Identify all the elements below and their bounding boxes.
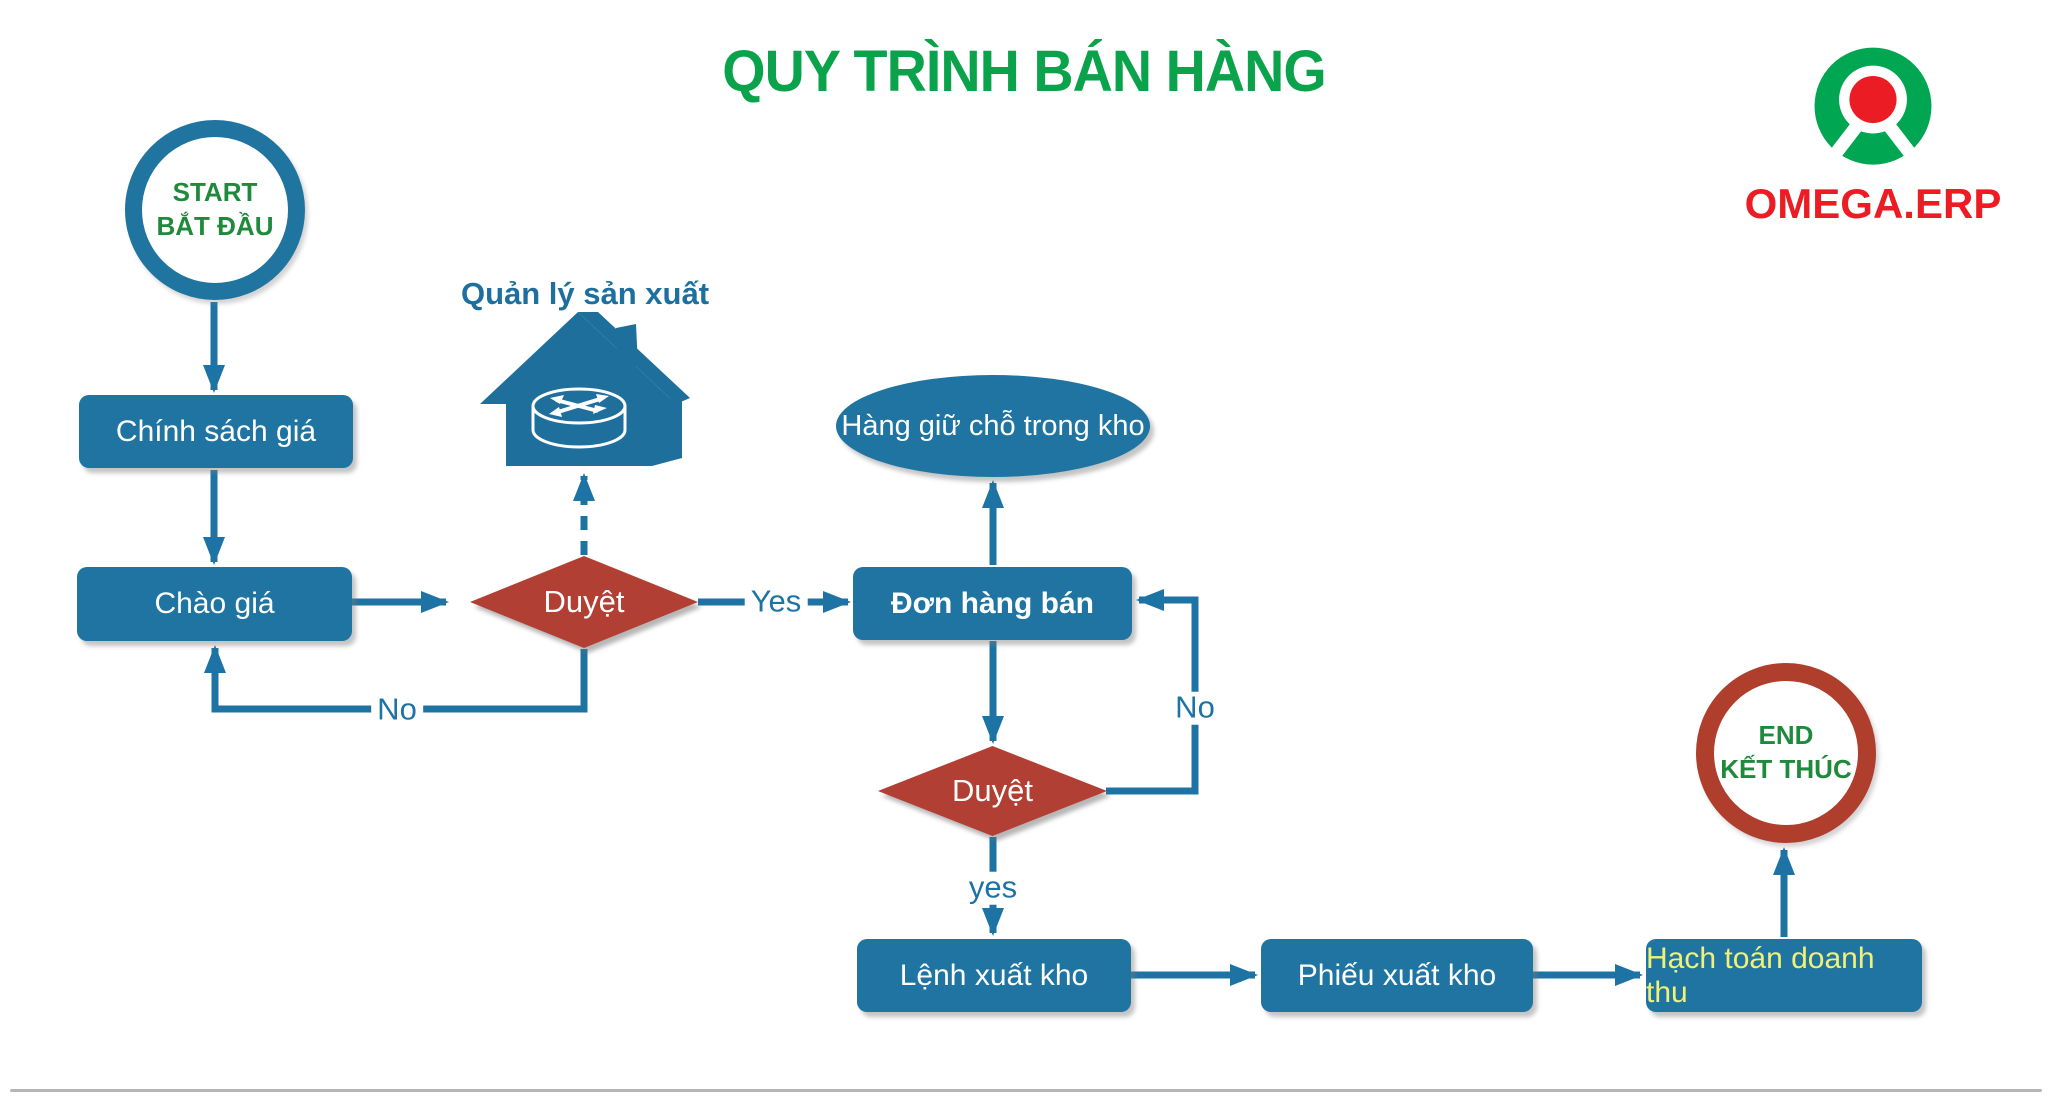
node-label: Hạch toán doanh thu xyxy=(1646,941,1875,1009)
decision-duyet-1: Duyệt xyxy=(470,556,698,648)
edge-label-no-2: No xyxy=(1169,691,1221,725)
edge-label-yes-1: Yes xyxy=(744,585,808,619)
start-line2: BẮT ĐẦU xyxy=(156,211,274,241)
decision-duyet-2: Duyệt xyxy=(878,746,1107,836)
logo-brand-text: OMEGA.ERP xyxy=(1744,180,2002,227)
omega-logo-icon xyxy=(1814,47,1932,165)
node-chao-gia: Chào giá xyxy=(77,567,352,641)
node-label: Đơn hàng bán xyxy=(891,586,1094,620)
end-node: END KẾT THÚC xyxy=(1696,663,1876,843)
node-label: Duyệt xyxy=(952,773,1033,808)
page-title: QUY TRÌNH BÁN HÀNG xyxy=(722,39,1326,104)
node-label: Duyệt xyxy=(543,584,625,619)
node-phieu-xuat-kho: Phiếu xuất kho xyxy=(1261,939,1533,1012)
node-label: Chính sách giá xyxy=(115,414,317,448)
edge-label-yes-2: yes xyxy=(962,871,1024,905)
end-line1: END xyxy=(1758,720,1814,751)
node-hach-toan-doanh-thu: Hạch toán doanh thu xyxy=(1646,939,1922,1012)
node-don-hang-ban: Đơn hàng bán xyxy=(853,567,1132,640)
production-house-icon xyxy=(480,312,690,466)
logo: OMEGA.ERP xyxy=(1738,44,2008,228)
node-lenh-xuat-kho: Lệnh xuất kho xyxy=(857,939,1131,1012)
node-label: Chào giá xyxy=(154,587,275,620)
end-line2: KẾT THÚC xyxy=(1720,754,1852,784)
node-hang-giu-cho-trong-kho: Hàng giữ chỗ trong kho xyxy=(836,375,1150,477)
bottom-divider xyxy=(10,1089,2042,1092)
production-management-label: Quản lý sản xuất xyxy=(460,276,710,311)
node-label: Hàng giữ chỗ trong kho xyxy=(841,409,1145,442)
start-line1: START xyxy=(172,177,258,208)
node-chinh-sach-gia: Chính sách giá xyxy=(79,395,353,468)
edge-label-no-1: No xyxy=(371,693,423,727)
node-label: Phiếu xuất kho xyxy=(1297,958,1497,992)
start-node: START BẮT ĐẦU xyxy=(125,120,305,300)
node-label: Lệnh xuất kho xyxy=(899,958,1089,992)
